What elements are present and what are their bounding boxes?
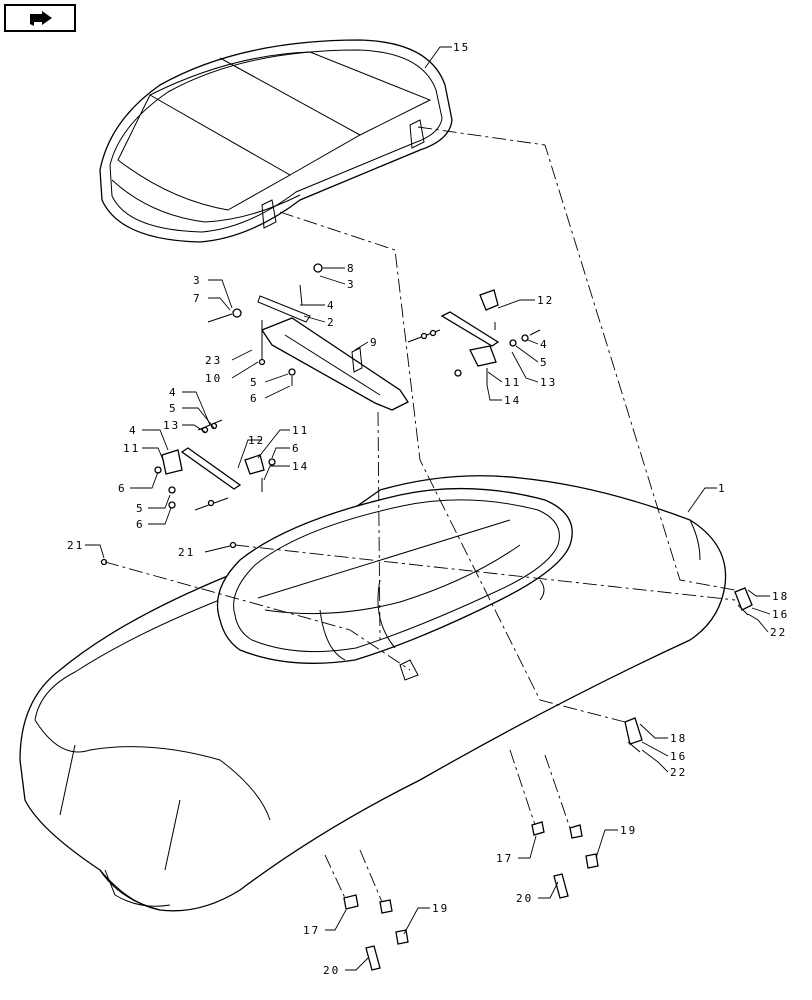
callout-labels: 15 8 3 3 7 4 2 9 23 10 5 6 12 4 5 11 14 … bbox=[67, 41, 789, 977]
callout-8: 8 bbox=[347, 262, 356, 275]
callout-1: 1 bbox=[718, 482, 727, 495]
callout-5: 5 bbox=[136, 502, 145, 515]
callout-6: 6 bbox=[136, 518, 145, 531]
assembly-center-lines bbox=[104, 126, 736, 903]
callout-10: 10 bbox=[205, 372, 222, 385]
callout-11: 11 bbox=[123, 442, 140, 455]
callout-18: 18 bbox=[772, 590, 789, 603]
callout-6: 6 bbox=[118, 482, 127, 495]
forward-arrow-icon bbox=[30, 11, 52, 26]
callout-18: 18 bbox=[670, 732, 687, 745]
callout-11: 11 bbox=[504, 376, 521, 389]
callout-4: 4 bbox=[327, 299, 336, 312]
callout-5: 5 bbox=[250, 376, 259, 389]
callout-22: 22 bbox=[770, 626, 787, 639]
callout-16: 16 bbox=[772, 608, 789, 621]
callout-11: 11 bbox=[292, 424, 309, 437]
callout-20: 20 bbox=[323, 964, 340, 977]
lid-part-15 bbox=[99, 39, 453, 243]
callout-21: 21 bbox=[178, 546, 195, 559]
callout-20: 20 bbox=[516, 892, 533, 905]
callout-17: 17 bbox=[303, 924, 320, 937]
callout-3: 3 bbox=[347, 278, 356, 291]
left-plate-assembly-12 bbox=[154, 419, 276, 511]
latch-assembly-16 bbox=[100, 541, 753, 753]
callout-6: 6 bbox=[292, 442, 301, 455]
bracket-assembly-9 bbox=[207, 263, 409, 411]
callout-6: 6 bbox=[250, 392, 259, 405]
callout-14: 14 bbox=[504, 394, 521, 407]
next-page-button[interactable] bbox=[4, 4, 76, 32]
callout-17: 17 bbox=[496, 852, 513, 865]
callout-4: 4 bbox=[129, 424, 138, 437]
callout-5: 5 bbox=[169, 402, 178, 415]
callout-12: 12 bbox=[248, 434, 265, 447]
callout-13: 13 bbox=[163, 419, 180, 432]
right-plate-assembly-12 bbox=[407, 289, 541, 385]
callout-9: 9 bbox=[370, 336, 379, 349]
callout-21: 21 bbox=[67, 539, 84, 552]
callout-16: 16 bbox=[670, 750, 687, 763]
leader-lines bbox=[85, 46, 771, 971]
callout-14: 14 bbox=[292, 460, 309, 473]
callout-4: 4 bbox=[540, 338, 549, 351]
callout-5: 5 bbox=[540, 356, 549, 369]
callout-22: 22 bbox=[670, 766, 687, 779]
callout-7: 7 bbox=[193, 292, 202, 305]
callout-13: 13 bbox=[540, 376, 557, 389]
callout-23: 23 bbox=[205, 354, 222, 367]
fittings-17-19-20 bbox=[343, 821, 599, 971]
callout-19: 19 bbox=[432, 902, 449, 915]
callout-2: 2 bbox=[327, 316, 336, 329]
callout-19: 19 bbox=[620, 824, 637, 837]
callout-4: 4 bbox=[169, 386, 178, 399]
callout-15: 15 bbox=[453, 41, 470, 54]
callout-12: 12 bbox=[537, 294, 554, 307]
callout-3: 3 bbox=[193, 274, 202, 287]
body-part-1 bbox=[19, 475, 727, 912]
